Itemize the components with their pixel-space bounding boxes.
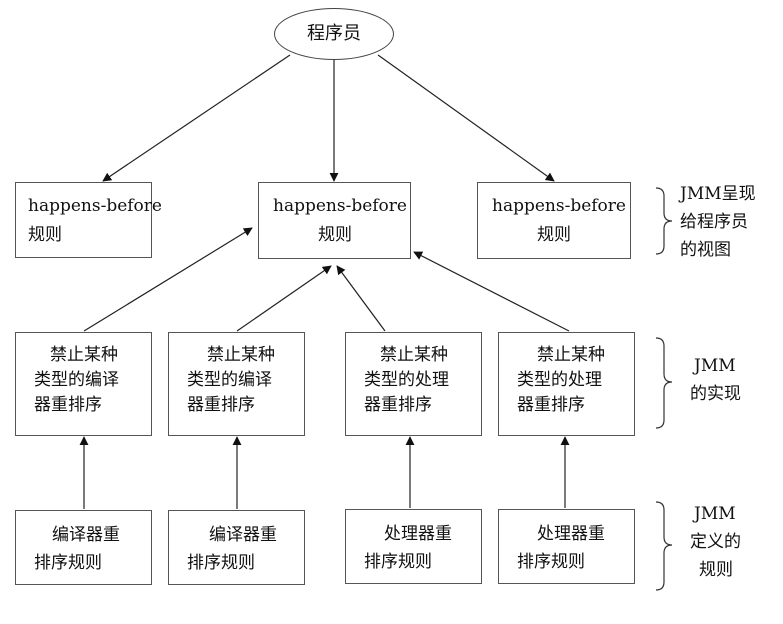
node-ban-compiler-2-line3: 器重排序	[187, 395, 255, 415]
node-rule-processor-2: 处理器重 排序规则	[498, 509, 635, 584]
node-ban-compiler-1-line2: 类型的编译	[34, 370, 119, 390]
node-hb-rule-right-line2: 规则	[537, 225, 571, 245]
bracket-label-implementation-line2: 的实现	[690, 384, 741, 404]
node-ban-processor-2: 禁止某种 类型的处理 器重排序	[498, 332, 635, 436]
node-hb-rule-center-line2: 规则	[318, 225, 352, 245]
node-hb-rule-right-line1: happens-before	[492, 196, 626, 216]
node-hb-rule-left-line2: 规则	[28, 225, 62, 245]
node-rule-compiler-2: 编译器重 排序规则	[168, 510, 305, 585]
node-ban-processor-2-line1: 禁止某种	[537, 345, 605, 365]
node-ban-processor-1-line1: 禁止某种	[380, 345, 448, 365]
edge-root-to-hb-right	[377, 54, 555, 182]
node-rule-compiler-2-line2: 排序规则	[187, 553, 255, 573]
bracket-label-rules-line1: JMM	[694, 504, 736, 524]
edge-ban-1-to-hb	[83, 227, 253, 332]
node-hb-rule-center: happens-before 规则	[258, 182, 411, 259]
bracket-2	[655, 337, 673, 429]
bracket-label-rules-line3: 规则	[699, 560, 733, 580]
bracket-label-view-line1: JMM呈现	[680, 184, 756, 204]
node-ban-processor-2-line3: 器重排序	[517, 395, 585, 415]
node-ban-processor-2-line2: 类型的处理	[517, 370, 602, 390]
node-rule-compiler-2-line1: 编译器重	[209, 525, 277, 545]
node-programmer: 程序员	[274, 8, 394, 60]
node-rule-processor-2-line2: 排序规则	[517, 552, 585, 572]
node-ban-processor-1: 禁止某种 类型的处理 器重排序	[345, 332, 482, 436]
bracket-1	[655, 187, 673, 255]
bracket-label-rules-line2: 定义的	[690, 532, 741, 552]
edge-ban-4-to-hb	[413, 251, 570, 332]
node-rule-processor-1-line1: 处理器重	[384, 524, 452, 544]
node-ban-processor-1-line3: 器重排序	[364, 395, 432, 415]
node-hb-rule-right: happens-before 规则	[477, 182, 631, 259]
bracket-label-rules: JMM 定义的 规则	[690, 500, 741, 584]
node-ban-compiler-2-line1: 禁止某种	[207, 345, 275, 365]
node-programmer-label: 程序员	[307, 23, 361, 44]
bracket-label-implementation: JMM 的实现	[690, 352, 741, 408]
node-hb-rule-left: happens-before 规则	[15, 182, 162, 258]
node-rule-processor-2-line1: 处理器重	[537, 524, 605, 544]
node-rule-processor-1: 处理器重 排序规则	[345, 509, 482, 584]
node-rule-compiler-1: 编译器重 排序规则	[15, 510, 152, 585]
node-ban-compiler-2-line2: 类型的编译	[187, 370, 272, 390]
bracket-label-implementation-line1: JMM	[694, 356, 736, 376]
bracket-label-view-line3: 的视图	[680, 240, 731, 260]
bracket-3	[655, 501, 673, 591]
node-rule-compiler-1-line2: 排序规则	[34, 553, 102, 573]
node-hb-rule-left-line1: happens-before	[28, 196, 162, 216]
node-ban-processor-1-line2: 类型的处理	[364, 370, 449, 390]
bracket-label-view: JMM呈现 给程序员 的视图	[680, 180, 756, 264]
edge-ban-3-to-hb	[336, 265, 386, 332]
node-ban-compiler-2: 禁止某种 类型的编译 器重排序	[168, 332, 305, 436]
node-hb-rule-center-line1: happens-before	[273, 196, 407, 216]
edge-ban-2-to-hb	[236, 265, 332, 332]
edge-root-to-hb-left	[102, 54, 291, 182]
node-ban-compiler-1: 禁止某种 类型的编译 器重排序	[15, 332, 152, 436]
node-rule-processor-1-line2: 排序规则	[364, 552, 432, 572]
node-ban-compiler-1-line1: 禁止某种	[50, 345, 118, 365]
node-ban-compiler-1-line3: 器重排序	[34, 395, 102, 415]
node-rule-compiler-1-line1: 编译器重	[52, 525, 120, 545]
bracket-label-view-line2: 给程序员	[680, 212, 748, 232]
